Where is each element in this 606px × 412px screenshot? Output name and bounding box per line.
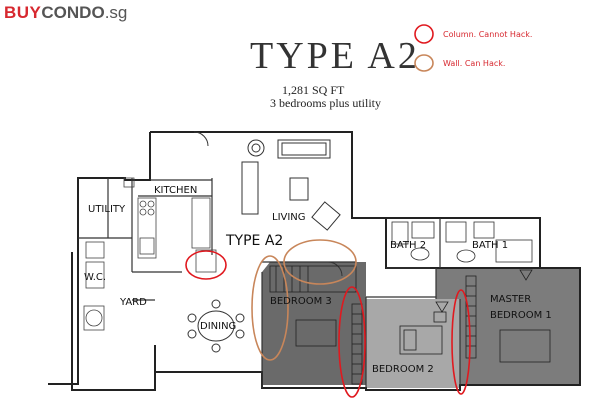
label-bath2: BATH 2: [390, 240, 426, 251]
legend-wall-marker: [414, 54, 434, 72]
bedroom2-shade: [366, 299, 460, 388]
brand-part-condo: CONDO: [41, 3, 105, 22]
label-bedroom3: BEDROOM 3: [270, 296, 332, 307]
label-kitchen: KITCHEN: [154, 185, 197, 196]
bedroom3-shade-top: [262, 262, 366, 297]
brand-part-buy: BUY: [4, 3, 42, 22]
bedroom3-shade: [262, 297, 366, 385]
plan-rooms: 3 bedrooms plus utility: [270, 96, 381, 110]
label-master: MASTER: [490, 294, 531, 305]
wall-marker-living: [283, 239, 357, 285]
legend-column-marker: [414, 24, 434, 44]
label-bedroom2: BEDROOM 2: [372, 364, 434, 375]
column-marker-bedroom2: [451, 289, 471, 395]
plan-area: 1,281 SQ FT: [282, 83, 345, 97]
label-master-2: BEDROOM 1: [490, 310, 552, 321]
label-living: LIVING: [272, 212, 306, 223]
legend-column-label: Column. Cannot Hack.: [443, 30, 533, 39]
wall-marker-bedroom3: [251, 255, 289, 361]
brand-part-sg: .sg: [104, 3, 128, 22]
legend-wall-label: Wall. Can Hack.: [443, 59, 506, 68]
label-utility: UTILITY: [88, 204, 126, 215]
master-shade: [436, 268, 580, 385]
label-yard: YARD: [119, 297, 147, 308]
label-dining: DINING: [200, 321, 236, 332]
column-marker-dining: [185, 250, 227, 280]
label-wc: W.C.: [84, 272, 106, 283]
plan-title: TYPE A2: [250, 35, 420, 77]
label-unit: TYPE A2: [225, 233, 283, 249]
column-marker-bedroom3: [338, 286, 366, 398]
label-bath1: BATH 1: [472, 240, 508, 251]
